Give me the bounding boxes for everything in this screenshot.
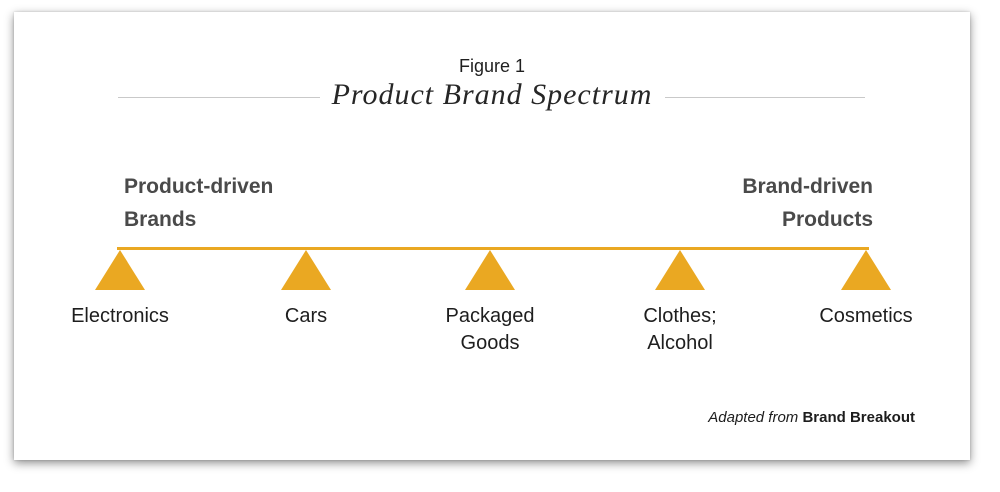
triangle-marker-icon (655, 250, 705, 290)
figure-card: Figure 1 Product Brand Spectrum Product-… (14, 12, 970, 460)
marker-label-packaged-goods: Packaged Goods (445, 305, 535, 354)
triangle-marker-icon (465, 250, 515, 290)
marker-label-electronics: Electronics (71, 305, 169, 327)
spectrum-axis-line (117, 247, 869, 250)
figure-title: Product Brand Spectrum (331, 78, 653, 111)
triangle-marker-icon (841, 250, 891, 290)
endpoint-brand-driven-products: Brand-driven Products (742, 175, 873, 231)
attribution-prefix: Adapted from (708, 409, 803, 426)
figure-number: Figure 1 (458, 56, 526, 76)
triangle-marker-icon (281, 250, 331, 290)
triangle-marker-icon (95, 250, 145, 290)
marker-label-cars: Cars (284, 305, 328, 327)
title-rule-left (118, 97, 320, 98)
marker-label-cosmetics: Cosmetics (819, 305, 913, 327)
marker-label-clothes-alcohol: Clothes; Alcohol (643, 305, 717, 354)
attribution-source: Brand Breakout (802, 409, 915, 426)
attribution: Adapted from Brand Breakout (708, 409, 915, 426)
title-rule-right (665, 97, 865, 98)
endpoint-product-driven-brands: Product-driven Brands (124, 175, 274, 231)
